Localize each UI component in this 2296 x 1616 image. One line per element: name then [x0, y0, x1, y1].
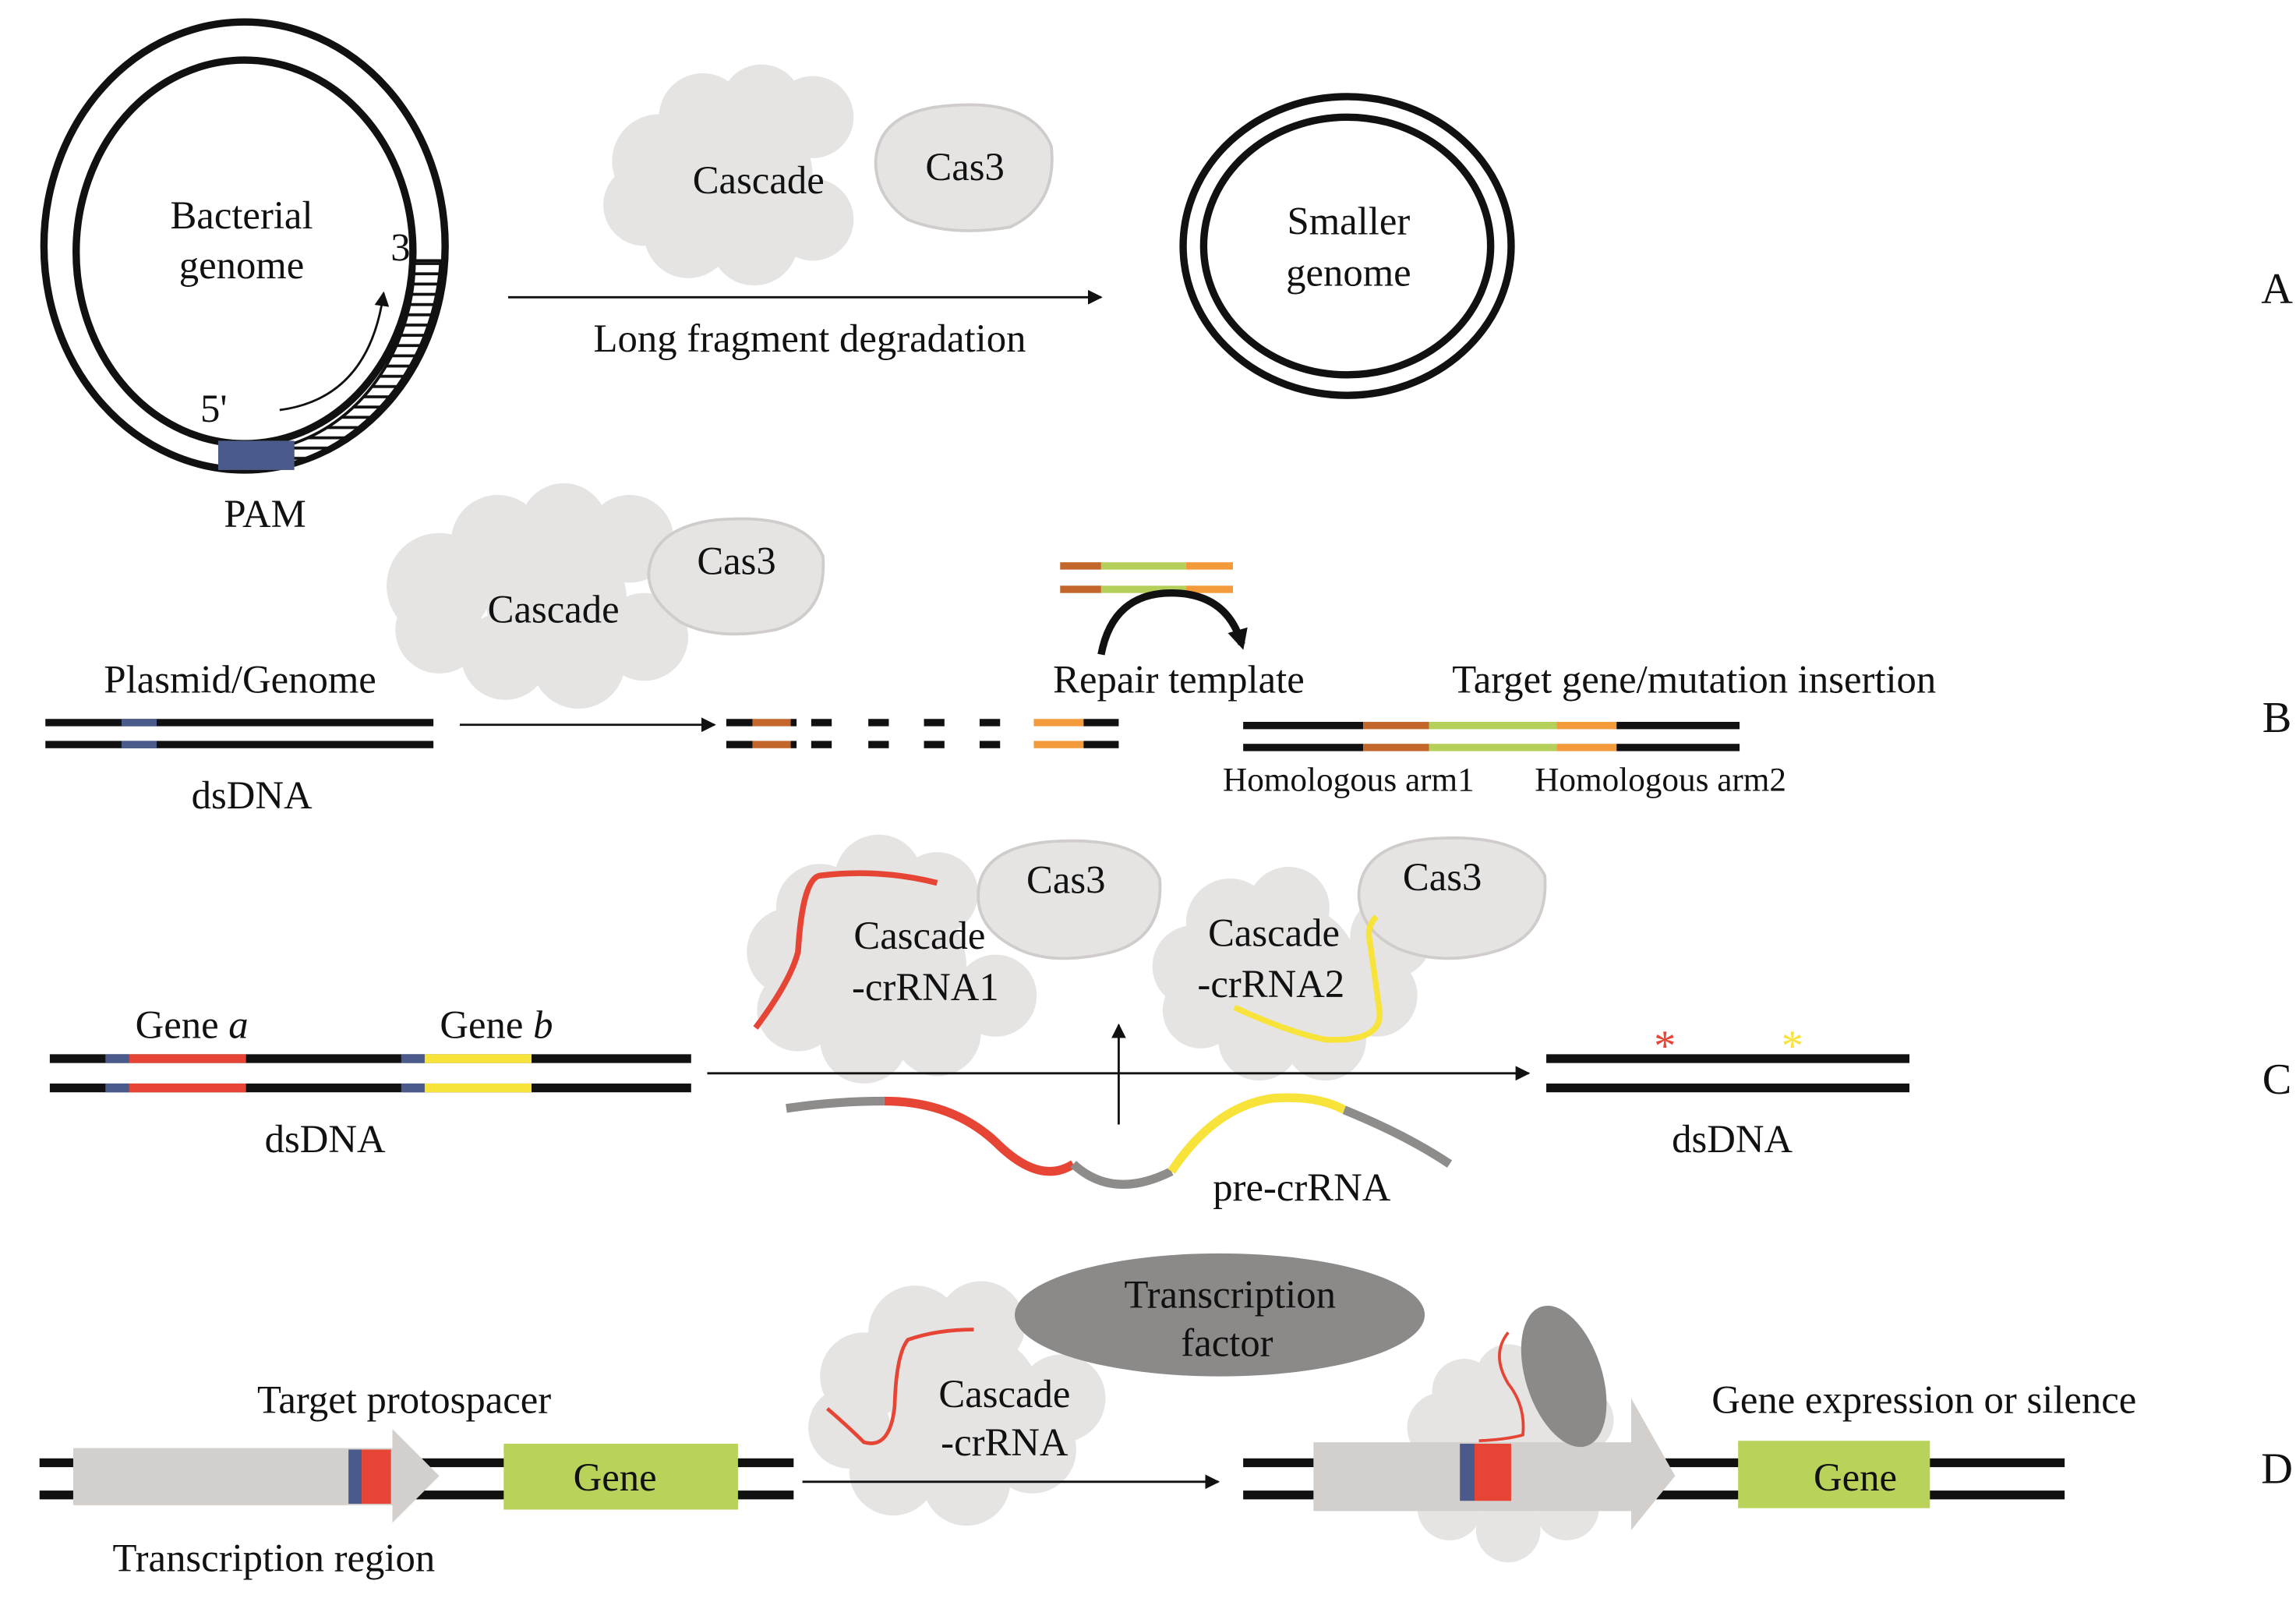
- panel-b: Plasmid/Genome dsDNA Cascade Cas3: [45, 483, 2291, 817]
- crrna1-label: -crRNA1: [852, 965, 999, 1009]
- panel-d: Target protospacer Gene Transcription re…: [39, 1253, 2293, 1579]
- homologous-arm1-label: Homologous arm1: [1223, 762, 1475, 798]
- gene-expression-label: Gene expression or silence: [1711, 1378, 2136, 1422]
- edited-dsdna: [1243, 721, 1740, 751]
- cas3-label: Cas3: [697, 539, 775, 582]
- transcription-region-label: Transcription region: [112, 1536, 435, 1579]
- repair-curved-arrow: [1097, 589, 1248, 656]
- three-prime-label: 3': [390, 225, 418, 269]
- transcription-factor-label-2: factor: [1181, 1321, 1273, 1364]
- cascade-label: Cascade: [1208, 911, 1340, 954]
- smaller-genome-label-2: genome: [1286, 250, 1411, 294]
- gene-box: [1738, 1441, 1930, 1508]
- crrna1-strand: [753, 870, 938, 1030]
- panel-label-a: A: [2261, 265, 2293, 313]
- smaller-genome-label-1: Smaller: [1288, 200, 1411, 243]
- panel-label-c: C: [2262, 1056, 2292, 1104]
- transcription-factor-label-1: Transcription: [1124, 1272, 1335, 1316]
- result-gene-label: Gene: [1814, 1455, 1897, 1499]
- gene-b-segment: [424, 1054, 532, 1063]
- source-dsdna-c: [49, 1054, 691, 1093]
- repair-template: [1060, 562, 1233, 593]
- panel-c: Gene a Gene b dsDNA Cascade -crRNA1 Cas3: [49, 834, 2292, 1209]
- dsdna-label-c-left: dsDNA: [265, 1117, 386, 1161]
- cascade-label: Cascade: [853, 914, 985, 957]
- transcription-factor: [1015, 1253, 1425, 1377]
- pre-crrna-strand: [786, 1093, 1453, 1189]
- cascade-crrna2-complex: Cascade -crRNA2 Cas3: [1152, 836, 1547, 1081]
- pam-site: [1460, 1443, 1475, 1501]
- repair-template-label: Repair template: [1053, 657, 1305, 701]
- cas3-blob: [874, 103, 1054, 232]
- panel-label-d: D: [2261, 1445, 2293, 1494]
- homologous-arm2-label: Homologous arm2: [1535, 762, 1786, 798]
- source-locus-d: Gene: [39, 1429, 794, 1523]
- crrna-label: -crRNA: [941, 1420, 1069, 1464]
- cascade-label: Cascade: [488, 587, 620, 631]
- transcription-region-arrow: [72, 1429, 440, 1523]
- result-locus-d: Gene: [1243, 1306, 2065, 1563]
- target-insertion-label: Target gene/mutation insertion: [1452, 657, 1936, 701]
- pam-site: [348, 1449, 362, 1505]
- bacterial-genome-label-1: Bacterial: [170, 193, 313, 237]
- pre-crrna-label: pre-crRNA: [1213, 1165, 1391, 1209]
- cascade-cas3-complex: Cascade Cas3: [603, 64, 1054, 286]
- five-prime-label: 5': [200, 387, 228, 430]
- crrna2-label: -crRNA2: [1197, 962, 1344, 1006]
- mutation-mark-a: *: [1654, 1022, 1676, 1070]
- cascade-label: Cascade: [693, 158, 825, 202]
- dsdna-label-c-right: dsDNA: [1672, 1117, 1793, 1161]
- pam-label: PAM: [224, 492, 306, 536]
- gene-box: [503, 1443, 738, 1510]
- cascade-crrna-complex-d: Transcription factor Cascade -crRNA: [808, 1253, 1425, 1526]
- cas3-blob: [647, 517, 825, 636]
- result-dsdna-c: [1546, 1054, 1909, 1093]
- bound-transcription-factor: [1521, 1306, 1607, 1448]
- cas3-label: Cas3: [925, 145, 1004, 189]
- cas3-label: Cas3: [1026, 858, 1105, 902]
- bacterial-genome-circle: [40, 18, 449, 474]
- cascade-label: Cascade: [938, 1372, 1070, 1416]
- dsdna-label-b: dsDNA: [192, 773, 313, 817]
- panel-a: Bacterial genome 3' 5' PAM Cascade Cas3 …: [40, 18, 2293, 536]
- cascade-cloud: [603, 64, 854, 286]
- cas3-blob: [1357, 836, 1547, 960]
- source-dsdna: [45, 719, 434, 748]
- cascade-crrna1-complex: Cascade -crRNA1 Cas3: [747, 834, 1162, 1084]
- protospacer-site: [1474, 1443, 1511, 1501]
- gene-a-label: Gene a: [136, 1003, 249, 1047]
- long-fragment-degradation-label: Long fragment degradation: [594, 316, 1026, 360]
- bound-crrna-strand: [1478, 1331, 1525, 1443]
- smaller-genome-circle: [1179, 93, 1515, 399]
- crrna-strand: [825, 1328, 974, 1445]
- bacterial-genome-label-2: genome: [179, 243, 305, 287]
- cas3-label: Cas3: [1403, 855, 1482, 899]
- plasmid-genome-label: Plasmid/Genome: [104, 657, 376, 701]
- cleaved-dsdna: [726, 719, 1119, 748]
- mutation-mark-b: *: [1782, 1022, 1803, 1070]
- gene-a-segment: [129, 1054, 246, 1063]
- protospacer-site: [362, 1449, 391, 1505]
- cascade-cas3-complex-b: Cascade Cas3: [387, 483, 825, 709]
- panel-label-b: B: [2262, 694, 2292, 742]
- crrna2-strand: [1233, 914, 1383, 1043]
- pam-site: [217, 440, 295, 470]
- gene-label: Gene: [574, 1455, 657, 1499]
- cas3-blob: [977, 839, 1162, 960]
- pam-site: [121, 719, 157, 727]
- degradation-direction-arrow: [279, 291, 390, 412]
- gene-b-label: Gene b: [440, 1003, 553, 1047]
- target-protospacer-label: Target protospacer: [257, 1378, 551, 1422]
